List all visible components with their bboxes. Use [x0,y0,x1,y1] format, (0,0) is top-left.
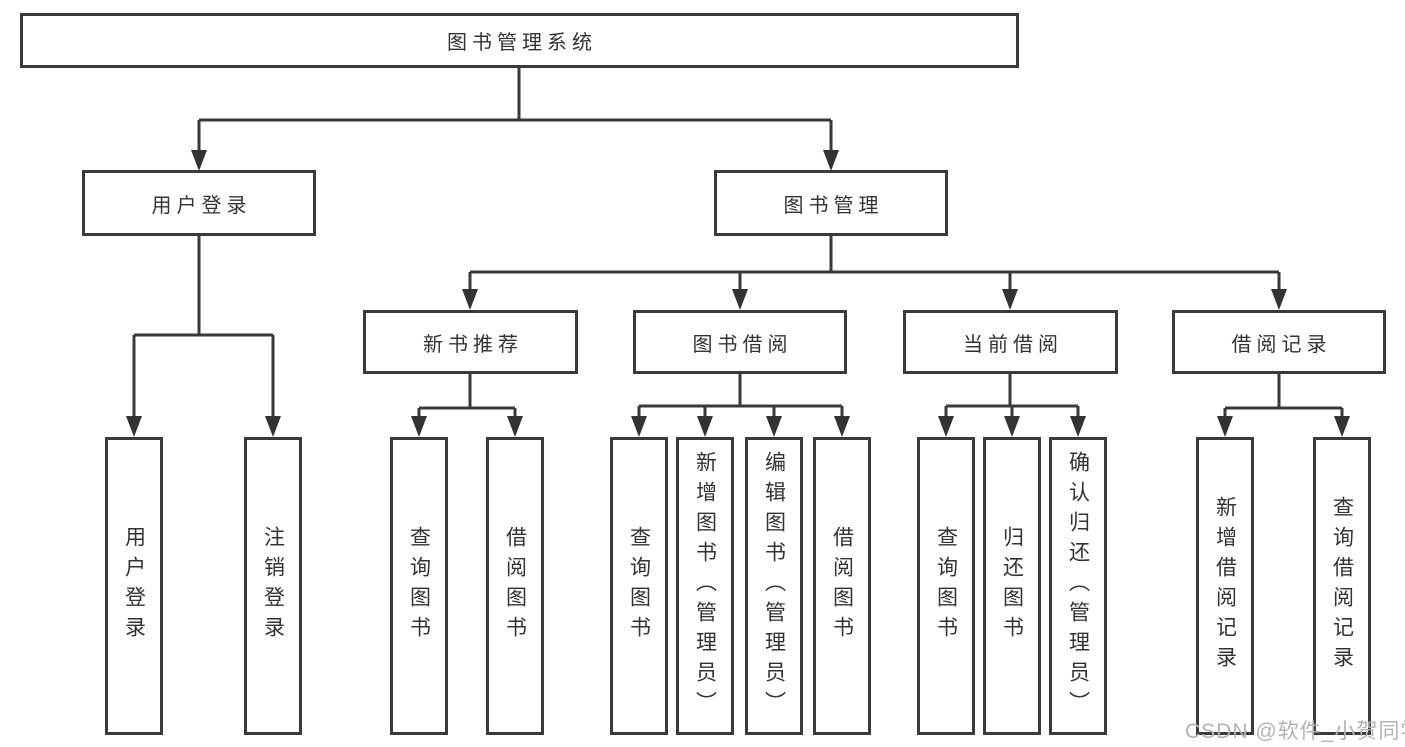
leaf-return-book: 归还图书 [983,437,1041,735]
node-label: 图书借阅 [692,333,793,356]
connector-borrow-records-to-leaves [1217,374,1350,437]
connector-current-borrow-to-leaves [938,374,1086,437]
leaf-query-books-borrow: 查询图书 [610,437,668,735]
node-label: 确认归还（管理员） [1066,451,1090,721]
arrowhead-icon [191,150,207,171]
node-borrow-records: 借阅记录 [1172,310,1386,374]
node-label: 用户登录 [122,526,146,646]
arrowhead-icon [1271,289,1287,310]
node-label: 新书推荐 [423,333,523,356]
arrowhead-icon [265,416,281,437]
connector-book-borrow-to-leaves [631,374,850,437]
leaf-add-book-admin: 新增图书（管理员） [676,437,734,735]
node-label: 编辑图书（管理员） [762,451,786,721]
node-label: 新增借阅记录 [1213,496,1237,676]
arrowhead-icon [411,416,427,437]
node-label: 查询图书 [407,526,431,646]
leaf-user-login: 用户登录 [105,437,163,735]
arrowhead-icon [834,416,850,437]
node-book-management: 图书管理 [714,170,948,236]
arrowhead-icon [1004,416,1020,437]
connector-new-book-recommend-to-leaves [411,374,523,437]
leaf-borrow-books-borrow: 借阅图书 [813,437,871,735]
arrowhead-icon [1002,289,1018,310]
arrowhead-icon [462,289,478,310]
leaf-query-borrow-record: 查询借阅记录 [1313,437,1371,735]
leaf-query-books-recommend: 查询图书 [390,437,448,735]
leaf-logout: 注销登录 [244,437,302,735]
node-label: 查询借阅记录 [1330,496,1354,676]
node-book-borrow: 图书借阅 [633,310,847,374]
node-label: 新增图书（管理员） [693,451,717,721]
arrowhead-icon [823,150,839,171]
node-label: 借阅记录 [1231,333,1332,356]
node-label: 借阅图书 [830,526,854,646]
leaf-edit-book-admin: 编辑图书（管理员） [745,437,803,735]
arrowhead-icon [507,416,523,437]
leaf-confirm-return-admin: 确认归还（管理员） [1049,437,1107,735]
node-label: 查询图书 [934,526,958,646]
node-current-borrow: 当前借阅 [903,310,1118,374]
csdn-watermark: CSDN @软件_小贺同学 [1185,720,1405,743]
arrowhead-icon [1070,416,1086,437]
arrowhead-icon [938,416,954,437]
connector-root-to-level2 [191,68,839,171]
connector-book-management-to-level3 [462,236,1287,310]
node-label: 图书管理系统 [447,32,597,54]
node-label: 注销登录 [261,526,285,646]
arrowhead-icon [631,416,647,437]
arrowhead-icon [126,416,142,437]
node-label: 借阅图书 [503,526,527,646]
arrowhead-icon [1217,416,1233,437]
arrowhead-icon [1334,416,1350,437]
node-user-login: 用户登录 [82,170,316,236]
node-label: 图书管理 [783,194,884,217]
arrowhead-icon [766,416,782,437]
leaf-query-books-current: 查询图书 [917,437,975,735]
node-label: 归还图书 [1000,526,1024,646]
connector-user-login-to-leaves [126,236,281,437]
node-library-management-system: 图书管理系统 [20,13,1019,68]
node-label: 用户登录 [151,194,252,217]
leaf-add-borrow-record: 新增借阅记录 [1196,437,1254,735]
node-label: 查询图书 [627,526,651,646]
leaf-borrow-books-recommend: 借阅图书 [486,437,544,735]
node-new-book-recommend: 新书推荐 [363,310,578,374]
node-label: 当前借阅 [963,333,1063,356]
arrowhead-icon [732,289,748,310]
arrowhead-icon [697,416,713,437]
